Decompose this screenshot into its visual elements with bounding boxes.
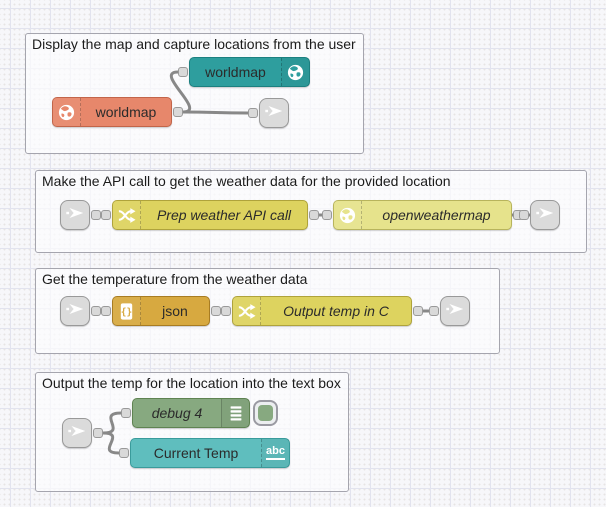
input-port[interactable] (121, 408, 131, 418)
input-port[interactable] (322, 210, 332, 220)
node-worldmap-out[interactable]: worldmap (189, 57, 310, 87)
node-openweathermap[interactable]: openweathermap (333, 200, 512, 230)
debug-icon (221, 399, 249, 427)
function-icon (113, 201, 141, 229)
node-link-out-2[interactable] (530, 200, 560, 230)
node-label: Prep weather API call (156, 207, 292, 223)
output-port[interactable] (413, 306, 423, 316)
link-icon (534, 202, 556, 229)
node-label: worldmap (95, 104, 157, 120)
group-label: Get the temperature from the weather dat… (42, 271, 308, 287)
output-port[interactable] (309, 210, 319, 220)
node-output-temp-in-c[interactable]: Output temp in C (232, 296, 412, 326)
json-icon: {} (113, 297, 141, 325)
node-label: worldmap (205, 64, 266, 80)
output-port[interactable] (211, 306, 221, 316)
group-label: Output the temp for the location into th… (42, 375, 341, 391)
link-icon (66, 420, 88, 447)
output-port[interactable] (91, 210, 101, 220)
node-label: Output temp in C (283, 303, 389, 319)
output-port[interactable] (173, 107, 183, 117)
wire[interactable] (101, 431, 121, 455)
node-debug-4[interactable]: debug 4 (132, 398, 250, 428)
debug-toggle-button[interactable] (253, 400, 278, 426)
globe-icon (281, 58, 309, 86)
node-json[interactable]: {} json (112, 296, 210, 326)
node-prep-weather-api-call[interactable]: Prep weather API call (112, 200, 308, 230)
node-label: openweathermap (382, 207, 491, 223)
flow-group[interactable]: Display the map and capture locations fr… (25, 33, 364, 154)
group-label: Display the map and capture locations fr… (32, 36, 356, 52)
input-port[interactable] (101, 210, 111, 220)
input-port[interactable] (101, 306, 111, 316)
output-port[interactable] (93, 428, 103, 438)
globe-icon (53, 98, 81, 126)
globe-icon (334, 201, 362, 229)
input-port[interactable] (221, 306, 231, 316)
node-label: Current Temp (153, 445, 239, 461)
link-icon (263, 100, 285, 127)
node-current-temp[interactable]: Current Temp abc (130, 438, 290, 468)
debug-toggle-state (258, 405, 273, 421)
link-icon (444, 298, 466, 325)
link-icon (64, 202, 86, 229)
wire[interactable] (181, 110, 250, 115)
node-link-out-1[interactable] (259, 98, 289, 128)
node-link-in-3[interactable] (62, 418, 92, 448)
input-port[interactable] (178, 67, 188, 77)
link-icon (64, 298, 86, 325)
node-link-out-3[interactable] (440, 296, 470, 326)
node-label: debug 4 (151, 405, 203, 421)
input-port[interactable] (519, 210, 529, 220)
node-worldmap-in[interactable]: worldmap (52, 97, 172, 127)
group-label: Make the API call to get the weather dat… (42, 173, 451, 189)
abc-icon: abc (261, 439, 289, 467)
function-icon (233, 297, 261, 325)
input-port[interactable] (429, 306, 439, 316)
node-link-in-2[interactable] (60, 296, 90, 326)
svg-text:{}: {} (121, 306, 132, 317)
node-label: json (162, 303, 188, 319)
input-port[interactable] (248, 108, 258, 118)
input-port[interactable] (119, 448, 129, 458)
node-link-in-1[interactable] (60, 200, 90, 230)
output-port[interactable] (91, 306, 101, 316)
